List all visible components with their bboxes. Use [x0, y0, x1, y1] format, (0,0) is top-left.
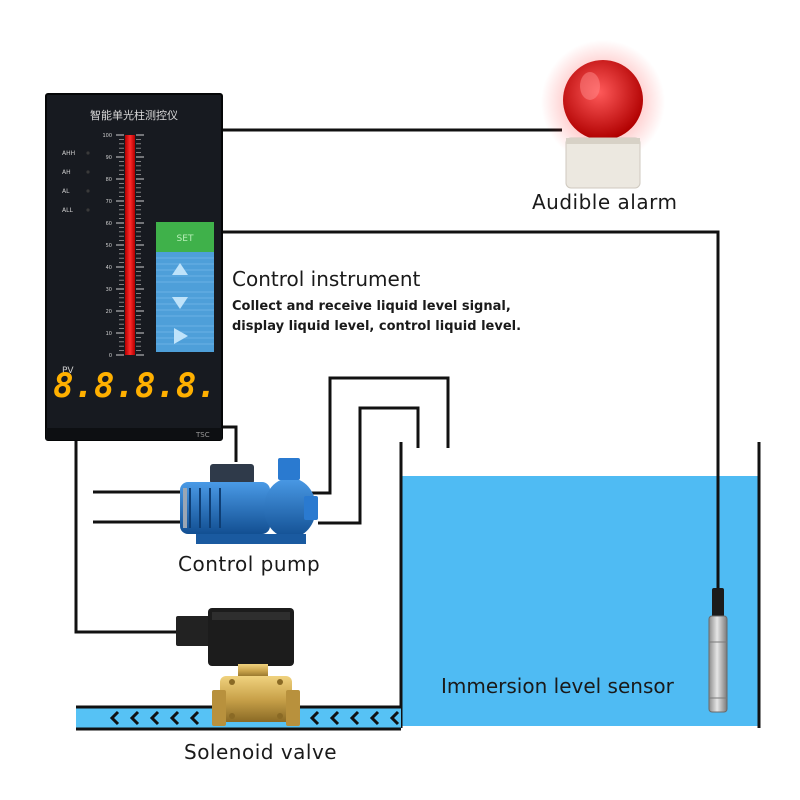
pump-base [196, 534, 306, 544]
up-arrow-icon [172, 263, 188, 275]
wire-sensor [222, 230, 720, 600]
pump-inlet [304, 496, 318, 520]
down-arrow-icon [172, 297, 188, 309]
tank-water [401, 476, 759, 726]
valve-connector [176, 616, 210, 646]
chevron-left-icon [369, 710, 380, 726]
alarm-indicator-led [86, 189, 90, 193]
valve-port-left [212, 690, 226, 726]
scale-tick-label: 30 [106, 287, 112, 293]
key-pad [156, 252, 214, 352]
scale-tick-label: 90 [106, 155, 112, 161]
control-instrument-label: Control instrument [232, 267, 421, 291]
pump-volute [264, 478, 316, 538]
alarm-indicator-led [86, 170, 90, 174]
water-tank [399, 442, 761, 728]
scale-tick-label: 70 [106, 199, 112, 205]
valve-label: Solenoid valve [184, 740, 338, 764]
pipe-pump-outlet-a [300, 376, 450, 495]
chevron-left-icon [329, 710, 340, 726]
control-pump [180, 458, 318, 544]
chevron-left-icon [129, 710, 140, 726]
control-instrument-desc-2: display liquid level, control liquid lev… [232, 319, 522, 334]
set-button[interactable] [156, 222, 214, 252]
chevron-left-icon [169, 710, 180, 726]
scale-tick-label: 100 [102, 133, 112, 139]
alarm-indicator-label: AL [62, 188, 70, 195]
chevron-left-icon [109, 710, 120, 726]
chevron-left-icon [349, 710, 360, 726]
audible-alarm [541, 40, 665, 189]
pump-outlet [278, 458, 300, 480]
alarm-indicator-led [86, 208, 90, 212]
alarm-indicator-label: AH [62, 169, 71, 176]
pv-label: PV [62, 366, 74, 376]
chevron-left-icon [309, 710, 320, 726]
wire-pump-power [222, 425, 238, 462]
scale-tick-label: 10 [106, 331, 112, 337]
enter-arrow-icon [174, 328, 188, 344]
scale-tick-label: 60 [106, 221, 112, 227]
pump-terminal-box [210, 464, 254, 484]
valve-coil [208, 608, 294, 666]
immersion-level-sensor [708, 588, 728, 713]
wire-valve [74, 440, 176, 634]
alarm-indicator-label: AHH [62, 150, 75, 157]
pump-motor [180, 482, 270, 534]
model-tag: TSC [195, 431, 210, 439]
alarm-label: Audible alarm [532, 190, 678, 214]
chevron-left-icon [149, 710, 160, 726]
scale-tick-label: 80 [106, 177, 112, 183]
instrument-title: 智能单光柱测控仪 [90, 108, 178, 122]
control-instrument-desc-1: Collect and receive liquid level signal, [232, 299, 511, 314]
up-button[interactable] [156, 252, 214, 286]
alarm-indicator-label: ALL [62, 207, 73, 214]
panel-bottom-strip [46, 428, 222, 440]
bar-graph-level [125, 135, 135, 355]
pipe-pump-outlet-b [318, 406, 420, 525]
set-button-label: SET [177, 234, 194, 244]
pv-display: 8.8.8.8. [53, 366, 217, 406]
sensor-cable-end [712, 588, 724, 618]
sensor-label: Immersion level sensor [441, 674, 674, 698]
alarm-indicator-labels: AHH AH AL ALL [62, 150, 90, 214]
valve-body [220, 676, 292, 722]
sensor-body [708, 615, 728, 713]
pump-label: Control pump [178, 552, 321, 576]
wiring [74, 128, 720, 634]
chevron-left-icon [389, 710, 400, 726]
scale-tick-label: 0 [109, 353, 112, 359]
chevron-left-icon [189, 710, 200, 726]
valve-port-right [286, 690, 300, 726]
scale-tick-label: 20 [106, 309, 112, 315]
alarm-base [565, 137, 641, 189]
scale-tick-label: 50 [106, 243, 112, 249]
alarm-indicator-led [86, 151, 90, 155]
scale-tick-label: 40 [106, 265, 112, 271]
solenoid-valve [176, 608, 300, 726]
down-button[interactable] [156, 286, 214, 320]
flow-direction-arrows [109, 710, 400, 726]
valve-stem [238, 664, 268, 678]
alarm-dome [563, 60, 643, 140]
